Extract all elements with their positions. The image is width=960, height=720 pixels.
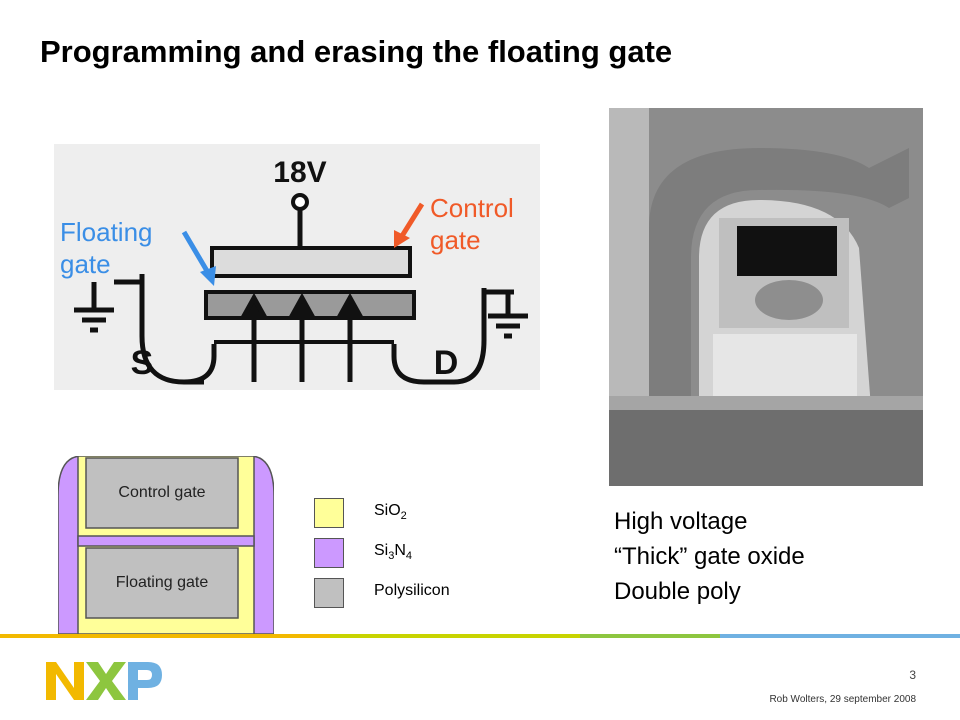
footer-line-green [580, 634, 720, 638]
legend-label-si3n4: Si3N4 [374, 542, 413, 563]
control-gate-text: Control gate [118, 484, 206, 501]
gate-terminal [291, 193, 309, 211]
control-gate-pointer-head [394, 230, 410, 248]
transistor-diagram: 18V S D [54, 144, 540, 390]
cross-section-micrograph [609, 108, 923, 486]
voltage-label: 18V [273, 156, 326, 189]
floating-gate-pointer-head [200, 266, 216, 286]
drain-well [391, 288, 487, 385]
control-gate-label: Control gate [430, 192, 514, 256]
legend-swatch-sio2 [314, 498, 344, 528]
legend-label-polysilicon: Polysilicon [374, 582, 450, 599]
floating-gate-label-line2: gate [60, 249, 111, 279]
author-date: Rob Wolters, 29 september 2008 [769, 694, 916, 705]
floating-gate-text: Floating gate [115, 574, 209, 591]
slide-title: Programming and erasing the floating gat… [40, 34, 673, 69]
legend-swatch-si3n4 [314, 538, 344, 568]
control-gate-label-line1: Control [430, 193, 514, 223]
page-number: 3 [909, 668, 916, 682]
footer-line-blue [720, 634, 960, 638]
source-outline [139, 274, 204, 385]
floating-gate-label-line1: Floating [60, 217, 153, 247]
control-gate-label-line2: gate [430, 225, 481, 255]
source-well [183, 344, 217, 385]
floating-gate-pointer [181, 230, 213, 278]
tunneling-arrows [239, 292, 365, 382]
nxp-logo [46, 662, 162, 700]
footer-line-lime [330, 634, 580, 638]
floating-gate-label: Floating gate [60, 216, 153, 280]
control-gate-shape [210, 246, 412, 278]
gate-stack-schematic [58, 456, 274, 634]
source-label: S [131, 344, 154, 382]
feature-list: High voltage “Thick” gate oxide Double p… [614, 504, 805, 609]
bullet-item: “Thick” gate oxide [614, 543, 805, 570]
bullet-item: Double poly [614, 578, 741, 605]
drain-label: D [434, 344, 459, 382]
legend-swatch-polysilicon [314, 578, 344, 608]
footer-line-yellow [0, 634, 330, 638]
legend-label-sio2: SiO2 [374, 502, 407, 523]
bullet-item: High voltage [614, 508, 748, 535]
control-gate-pointer [399, 202, 425, 238]
